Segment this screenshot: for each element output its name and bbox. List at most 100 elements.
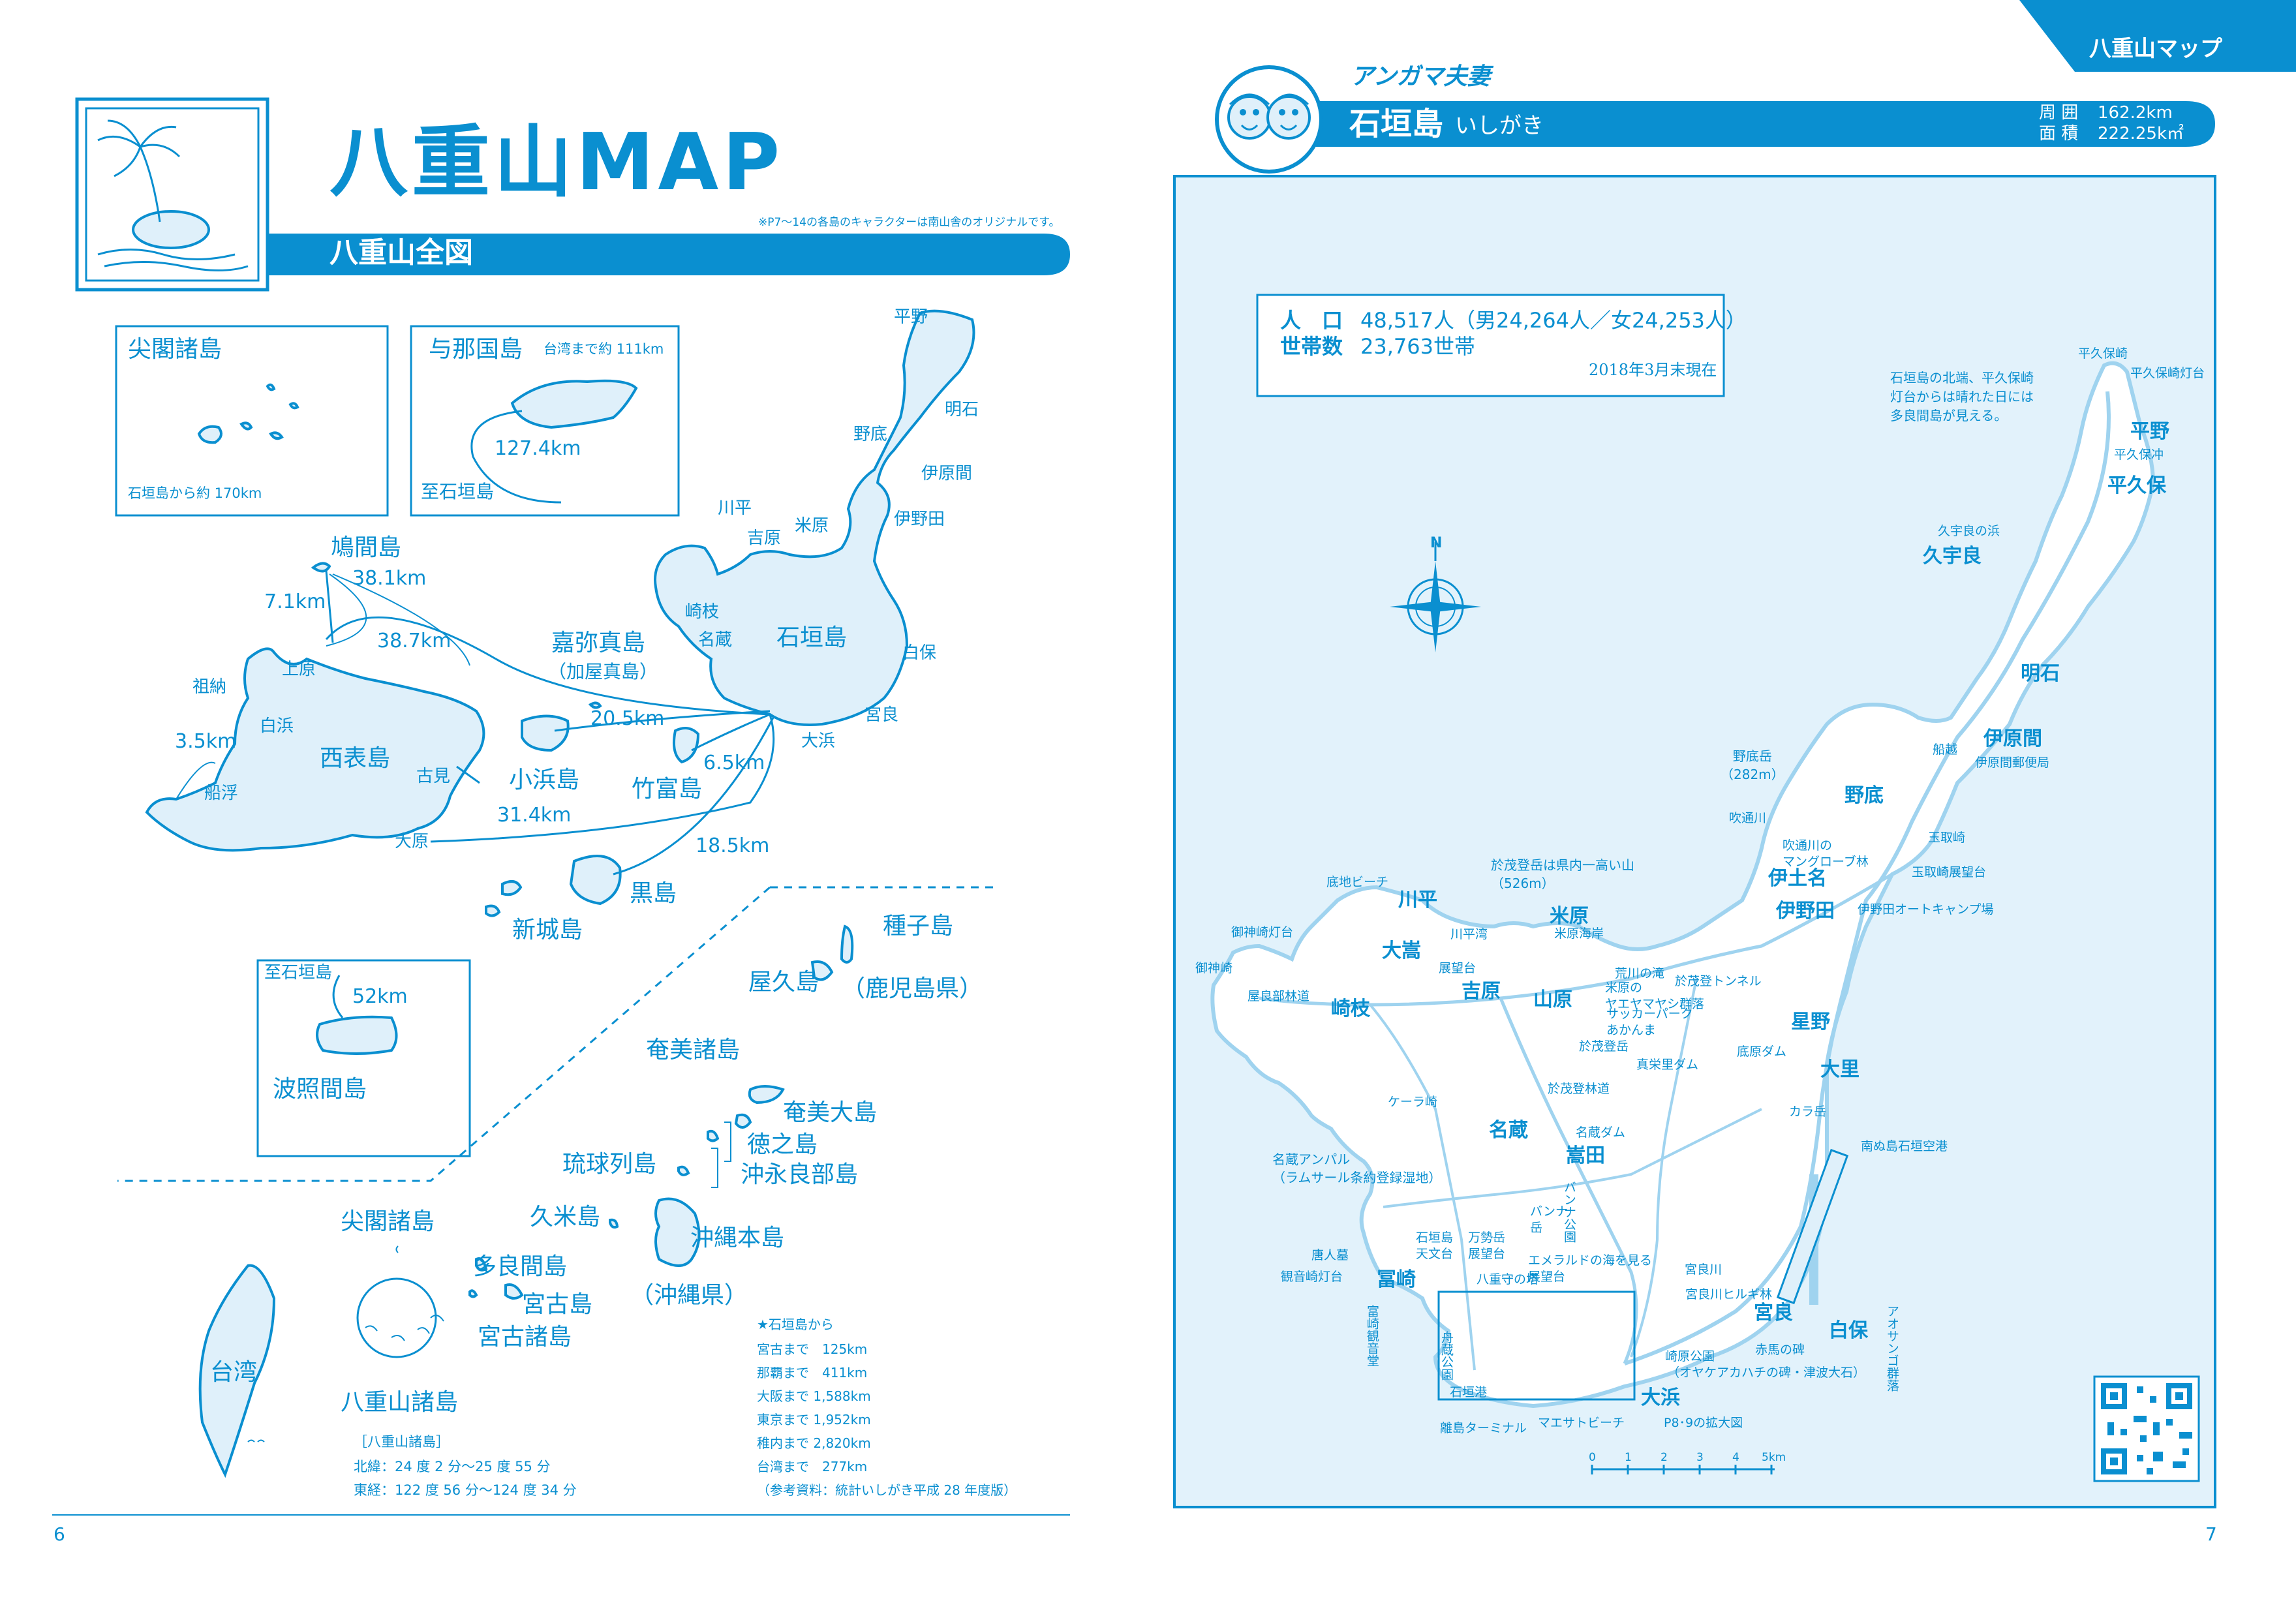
ryukyu-islands-shapes bbox=[198, 924, 854, 1478]
place-label: 米原 bbox=[795, 516, 829, 536]
map-poi: 吹通川 bbox=[1729, 811, 1767, 825]
iriomote-shape bbox=[145, 647, 485, 852]
map-poi: 底地ビーチ bbox=[1326, 875, 1389, 889]
label-senkaku: 尖閣諸島 bbox=[341, 1208, 435, 1235]
population-value: 48,517人（男24,264人／女24,253人） bbox=[1360, 308, 1747, 333]
map-poi: 伊野田オートキャンプ場 bbox=[1858, 902, 1994, 917]
map-place: 米原 bbox=[1550, 905, 1589, 928]
section-title: 八重山全図 bbox=[329, 236, 473, 269]
place-label: 伊野田 bbox=[894, 510, 945, 529]
inset-title-hateruma: 波照間島 bbox=[273, 1076, 367, 1103]
map-poi: 観音崎灯台 bbox=[1281, 1270, 1343, 1284]
inset-distance-yonaguni: 127.4km bbox=[495, 437, 581, 460]
inset-box-hateruma bbox=[256, 959, 471, 1157]
distance-label: 31.4km bbox=[497, 804, 572, 827]
map-poi: 荒川の滝 bbox=[1615, 966, 1665, 981]
route-lines bbox=[176, 570, 775, 876]
from-ishigaki-row: 宮古まで 125km bbox=[757, 1341, 868, 1357]
map-poi: バンナ 岳 bbox=[1530, 1204, 1568, 1235]
map-poi: 展望台 bbox=[1439, 961, 1477, 975]
from-ishigaki-row: 大阪まで 1,588km bbox=[757, 1388, 871, 1404]
distance-label: 7.1km bbox=[264, 590, 326, 613]
map-poi: 玉取崎 bbox=[1928, 831, 1966, 845]
place-label: 大浜 bbox=[801, 731, 836, 751]
from-ishigaki-row: 台湾まで 277km bbox=[757, 1459, 868, 1474]
place-label: 船浮 bbox=[204, 784, 239, 803]
place-label: 名蔵 bbox=[698, 630, 733, 650]
scale-tick: 1 bbox=[1625, 1451, 1632, 1464]
scale-tick: 5km bbox=[1762, 1451, 1786, 1464]
map-poi: 米原の ヤエヤマヤシ群落 bbox=[1605, 981, 1705, 1011]
stat-value: 222.25k㎡ bbox=[2098, 124, 2184, 144]
label-ryukyu: 琉球列島 bbox=[562, 1151, 657, 1178]
map-place: 山原 bbox=[1533, 988, 1572, 1011]
population-label: 人 口 bbox=[1280, 308, 1343, 333]
header-note: ※P7～14の各島のキャラクターは南山舎のオリジナルです。 bbox=[758, 216, 1060, 229]
map-poi: 富崎観音堂 bbox=[1365, 1305, 1379, 1367]
kuroshima-shape bbox=[569, 855, 622, 906]
population-box bbox=[1256, 294, 1725, 397]
map-place: 野底 bbox=[1844, 784, 1884, 807]
map-poi: 崎原公園 bbox=[1665, 1349, 1715, 1364]
inset-distance-hateruma: 52km bbox=[352, 985, 408, 1008]
place-label: 川平 bbox=[718, 498, 752, 518]
scale-tick: 4 bbox=[1732, 1451, 1739, 1464]
map-poi: 平久保崎灯台 bbox=[2130, 366, 2205, 380]
inset-title-yonaguni: 与那国島 bbox=[429, 336, 523, 363]
label-tanegashima: 種子島 bbox=[883, 913, 954, 939]
place-label: 崎枝 bbox=[685, 602, 720, 622]
palm-tree-icon bbox=[97, 119, 249, 271]
label-taketomi: 竹富島 bbox=[632, 776, 703, 802]
label-ishigaki: 石垣島 bbox=[776, 624, 848, 651]
inset-note-senkaku: 石垣島から約 170km bbox=[128, 485, 262, 501]
page-number-left: 6 bbox=[54, 1523, 65, 1545]
map-place: 平久保 bbox=[2107, 474, 2166, 497]
compass-rose-icon bbox=[1390, 542, 1481, 652]
label-aragusuku: 新城島 bbox=[512, 917, 583, 943]
distance-label: 18.5km bbox=[696, 834, 770, 857]
map-poi: 八重守の塔 bbox=[1477, 1272, 1539, 1287]
map-poi: 石垣港 bbox=[1450, 1385, 1488, 1399]
page-number-right: 7 bbox=[2205, 1523, 2217, 1545]
place-label: 白保 bbox=[902, 643, 937, 663]
map-poi: カラ岳 bbox=[1789, 1105, 1827, 1119]
place-label: 大原 bbox=[395, 832, 429, 851]
map-poi: 唐人墓 bbox=[1311, 1248, 1349, 1262]
label-amami-oshima: 奄美大島 bbox=[783, 1099, 878, 1126]
island-title-bar bbox=[1266, 101, 2215, 147]
map-place: 久宇良 bbox=[1923, 545, 1982, 568]
map-place: 川平 bbox=[1398, 889, 1437, 911]
hatoma-shape bbox=[311, 562, 331, 573]
dashed-divider-top bbox=[117, 886, 998, 1182]
map-poi: 御神崎 bbox=[1195, 961, 1233, 975]
note-hirakubo: 石垣島の北端、平久保崎 灯台からは晴れた日には 多良間島が見える。 bbox=[1890, 370, 2034, 423]
map-poi: 名蔵ダム bbox=[1576, 1125, 1626, 1140]
map-poi: マエサトビーチ bbox=[1538, 1416, 1625, 1430]
population-date: 2018年3月末現在 bbox=[1589, 361, 1717, 379]
label-kagoshima: （鹿児島県） bbox=[842, 975, 983, 1002]
label-miyako-shoto: 宮古諸島 bbox=[478, 1324, 572, 1351]
map-poi: 舟蔵公園 bbox=[1439, 1331, 1454, 1381]
section-tab bbox=[2019, 0, 2296, 72]
airport-runway bbox=[1776, 1148, 1849, 1305]
place-label: 伊原間 bbox=[921, 464, 973, 483]
map-poi: エメラルドの海を見る 展望台 bbox=[1528, 1253, 1653, 1284]
section-title-bar bbox=[268, 234, 1070, 275]
map-poi: サッカーパーク あかんま bbox=[1606, 1007, 1693, 1037]
map-poi: 伊原間郵便局 bbox=[1975, 756, 2050, 770]
label-tokunoshima: 徳之島 bbox=[747, 1131, 818, 1158]
coords-lat: 北緯：24 度 2 分～25 度 55 分 bbox=[354, 1459, 551, 1474]
map-poi: P8･9の拡大図 bbox=[1664, 1416, 1743, 1430]
scale-tick: 0 bbox=[1589, 1451, 1596, 1464]
label-tarama: 多良間島 bbox=[473, 1253, 568, 1280]
coords-lon: 東経：122 度 56 分～124 度 34 分 bbox=[354, 1482, 577, 1498]
map-poi: 南ぬ島石垣空港 bbox=[1861, 1139, 1948, 1153]
map-poi: 宮良川ヒルギ林 bbox=[1685, 1287, 1773, 1302]
map-poi: （オヤケアカハチの碑・津波大石） bbox=[1667, 1366, 1866, 1380]
place-label: 宮良 bbox=[865, 705, 899, 725]
hateruma-shape bbox=[316, 1015, 398, 1055]
label-miyakojima: 宮古島 bbox=[522, 1291, 593, 1318]
label-yakushima: 屋久島 bbox=[748, 969, 819, 996]
kohama-shape bbox=[521, 714, 570, 752]
